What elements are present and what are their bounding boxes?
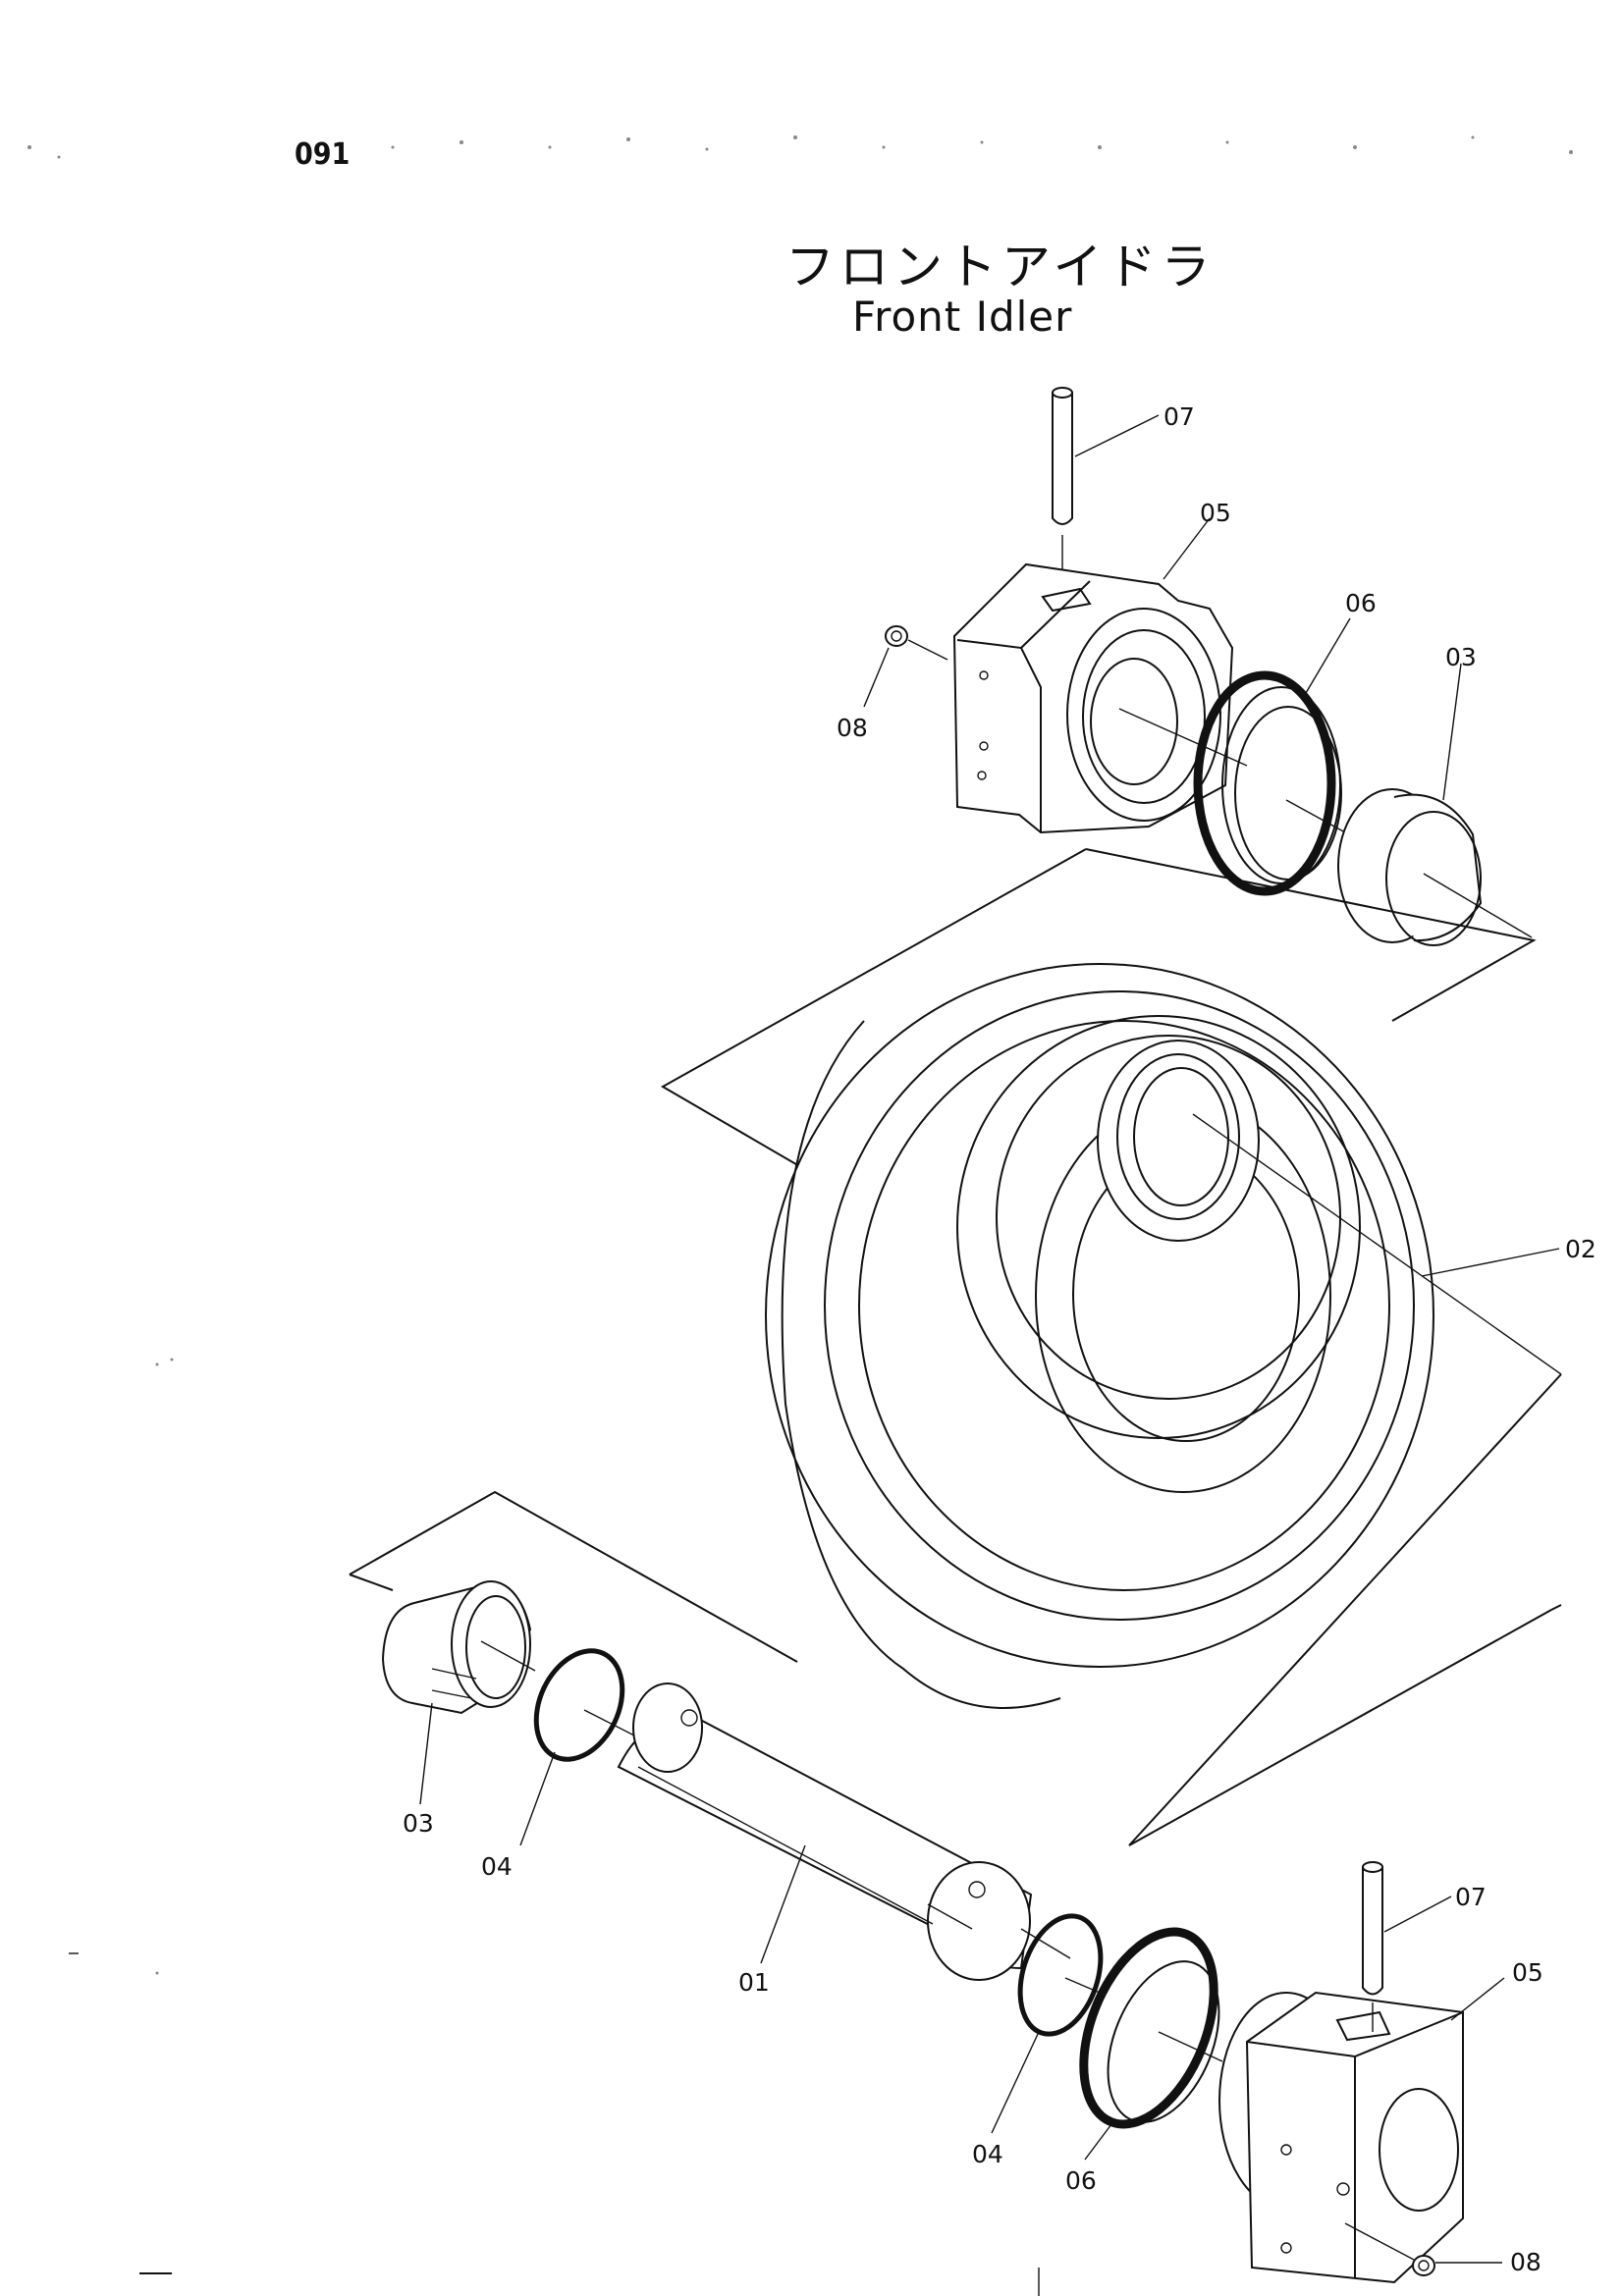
title-english: Front Idler (852, 293, 1073, 341)
callout-07-bottom: 07 (1455, 1883, 1487, 1911)
plug-08-bottom (1344, 2222, 1502, 2276)
pin-07-top (1052, 387, 1073, 594)
callout-07-top: 07 (1163, 402, 1195, 431)
reference-plane-top (660, 848, 1087, 1189)
bracket-05-bottom (1218, 1977, 1505, 2284)
callout-08-top: 08 (837, 714, 868, 742)
bracket-05-top (952, 517, 1248, 834)
seal-06-top (1193, 617, 1351, 896)
callout-08-bottom: 08 (1510, 2248, 1542, 2276)
callout-02: 02 (1565, 1235, 1596, 1263)
pin-07-bottom (1362, 1861, 1452, 2032)
title-japanese: フロントアイドラ (785, 239, 1216, 295)
bushing-03-bottom (381, 1580, 536, 1805)
callout-06-top: 06 (1345, 589, 1377, 617)
callout-01: 01 (738, 1968, 770, 1997)
bushing-03-top (1337, 663, 1533, 946)
callout-05-bottom: 05 (1512, 1958, 1543, 1987)
callout-04-left: 04 (481, 1852, 513, 1881)
seal-06-bottom (1079, 1927, 1223, 2161)
page-number: 091 (295, 137, 351, 172)
idler-wheel-02 (765, 963, 1562, 1709)
plug-08-top (885, 625, 948, 661)
oring-04-bottom (991, 1913, 1104, 2134)
oring-04-left (519, 1648, 639, 1846)
callout-03-bottom: 03 (403, 1809, 434, 1838)
shaft-01 (617, 1682, 1071, 1981)
scan-noise (27, 135, 1573, 1975)
callout-05-top: 05 (1200, 499, 1231, 527)
callout-04-bottom: 04 (972, 2140, 1003, 2168)
reference-plane-bottom (349, 1490, 798, 1663)
callout-06-bottom: 06 (1065, 2166, 1097, 2195)
callout-03-top: 03 (1445, 643, 1477, 671)
